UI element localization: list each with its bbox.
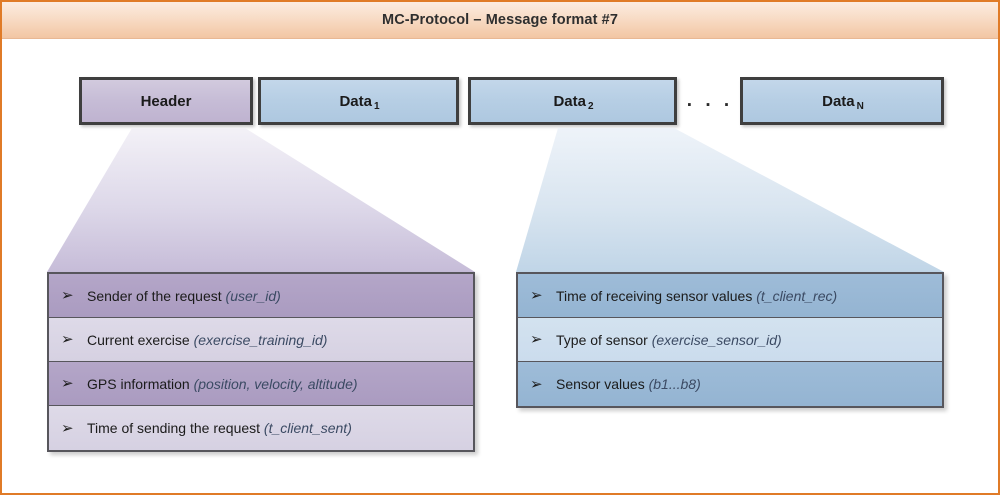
arrow-bullet-icon: ➢ xyxy=(61,287,74,304)
data-detail-row-2-text: Type of sensor (exercise_sensor_id) xyxy=(556,331,782,348)
ellipsis-separator: . . . xyxy=(686,90,734,111)
arrow-bullet-icon: ➢ xyxy=(61,331,74,348)
arrow-bullet-icon: ➢ xyxy=(530,375,543,393)
header-detail-row-4-text: Time of sending the request (t_client_se… xyxy=(87,420,352,436)
data-detail-row-1-text: Time of receiving sensor values (t_clien… xyxy=(556,287,838,304)
page-title: MC-Protocol – Message format #7 xyxy=(382,12,618,28)
header-detail-row-3-text: GPS information (position, velocity, alt… xyxy=(87,375,358,392)
message-box-header-label: Header xyxy=(140,92,192,110)
data-detail-row-2[interactable]: ➢ Type of sensor (exercise_sensor_id) xyxy=(518,318,942,362)
arrow-bullet-icon: ➢ xyxy=(530,331,543,348)
header-detail-row-4[interactable]: ➢ Time of sending the request (t_client_… xyxy=(49,406,473,450)
data-detail-row-1[interactable]: ➢ Time of receiving sensor values (t_cli… xyxy=(518,274,942,318)
header-funnel-shape xyxy=(47,128,475,272)
header-detail-row-3[interactable]: ➢ GPS information (position, velocity, a… xyxy=(49,362,473,406)
funnel-connectors xyxy=(47,128,944,272)
title-bar: MC-Protocol – Message format #7 xyxy=(2,2,998,39)
arrow-bullet-icon: ➢ xyxy=(61,375,74,392)
message-box-header[interactable]: Header xyxy=(79,77,253,125)
header-detail-row-2-text: Current exercise (exercise_training_id) xyxy=(87,331,328,348)
header-detail-row-2[interactable]: ➢ Current exercise (exercise_training_id… xyxy=(49,318,473,362)
header-detail-row-1-text: Sender of the request (user_id) xyxy=(87,287,281,304)
data-funnel-shape xyxy=(516,128,944,272)
data-detail-list: ➢ Time of receiving sensor values (t_cli… xyxy=(516,272,944,408)
data-detail-row-3-text: Sensor values (b1...b8) xyxy=(556,376,701,392)
header-detail-row-1[interactable]: ➢ Sender of the request (user_id) xyxy=(49,274,473,318)
data-detail-row-3[interactable]: ➢ Sensor values (b1...b8) xyxy=(518,362,942,406)
arrow-bullet-icon: ➢ xyxy=(61,419,74,437)
header-detail-list: ➢ Sender of the request (user_id) ➢ Curr… xyxy=(47,272,475,452)
arrow-bullet-icon: ➢ xyxy=(530,287,543,304)
